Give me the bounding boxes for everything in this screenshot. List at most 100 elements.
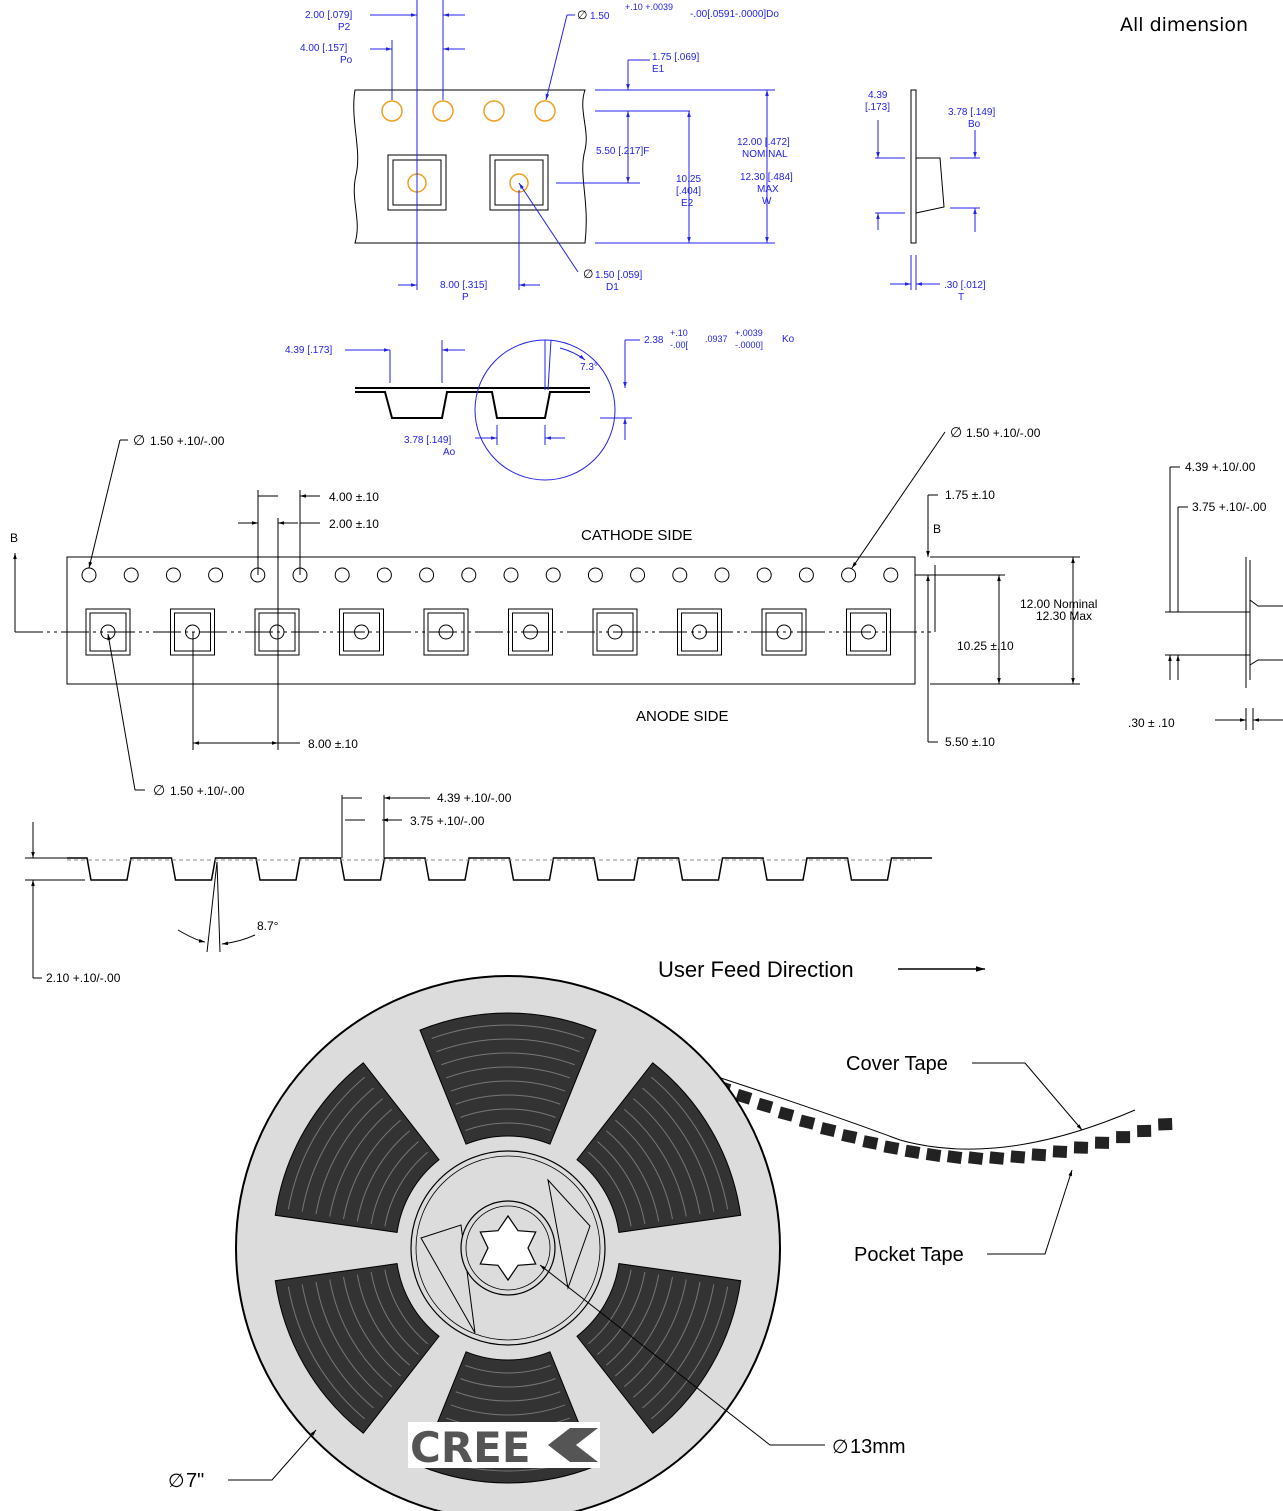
reel-tape-pocket — [1158, 1118, 1173, 1131]
do-dia: 1.50 — [590, 11, 610, 22]
profile-view: 4.39 +.10/-.00 3.75 +.10/-.00 2.10 +.10/… — [25, 791, 932, 985]
reel-groove — [441, 1052, 575, 1066]
bo-2: Bo — [968, 119, 981, 130]
reel-groove — [606, 1274, 660, 1366]
pocket-outer — [592, 608, 638, 656]
units-note: All dimension — [1120, 14, 1249, 36]
pocket-outer — [677, 608, 722, 656]
reel-tape-pocket — [925, 1148, 942, 1162]
pocket-hole — [861, 624, 876, 640]
cree-logo: CREE — [408, 1422, 600, 1472]
ko-lbl: Ko — [782, 334, 795, 345]
sprocket-hole — [334, 567, 350, 583]
reel-groove — [431, 1024, 585, 1039]
pocket-inner — [343, 612, 380, 652]
pocket-inner — [512, 612, 549, 652]
sprocket-hole — [545, 567, 561, 583]
f-label: 5.50 [.217]F — [596, 146, 649, 157]
sprocket-hole — [587, 567, 603, 583]
pocket-outer — [339, 608, 384, 656]
hole-right: 1.50 +.10/-.00 — [966, 426, 1041, 440]
pocket-hole — [523, 624, 538, 640]
reel-groove — [343, 1119, 401, 1220]
ko-tp: +.10 — [670, 328, 688, 338]
pv-a: 4.39 +.10/-.00 — [437, 791, 512, 805]
ko-main: 2.38 — [644, 335, 664, 346]
do-tol-bot: -.00[.0591-.0000]Do — [690, 9, 779, 20]
reel-groove — [606, 1130, 660, 1222]
sprocket-hole — [165, 567, 181, 583]
pocket-inner — [596, 612, 634, 652]
reel-groove — [624, 1108, 687, 1217]
pocket-outer — [85, 608, 131, 656]
p2-label: 2.00 [.079] — [305, 10, 352, 21]
e1-val: 1.75 ±.10 — [945, 488, 995, 502]
cover-tape-label: Cover Tape — [846, 1053, 948, 1075]
reel-groove — [460, 1378, 556, 1388]
pocket-hole — [607, 624, 623, 640]
reel-tape-pocket — [1073, 1141, 1089, 1154]
sprocket-hole — [756, 567, 772, 583]
pocket-hole — [776, 624, 792, 640]
ko-tm: -.00[ — [670, 340, 689, 350]
pocket-hole — [692, 624, 707, 640]
reel-tape-pocket — [756, 1097, 774, 1114]
reel-dia: 7" — [186, 1470, 204, 1492]
reel-groove — [384, 1269, 428, 1345]
reel-groove — [633, 1098, 701, 1215]
reel-tape-pocket — [904, 1144, 921, 1159]
reel-groove — [597, 1141, 646, 1224]
pitch-4: 4.00 ±.10 — [329, 490, 379, 504]
tape-holes — [81, 567, 899, 583]
ko-itp: +.0039 — [735, 328, 763, 338]
w-1: 12.00 [.472] — [737, 137, 790, 148]
pocket-inner — [681, 612, 718, 652]
reel-groove — [329, 1279, 392, 1388]
logo-text: CREE — [410, 1423, 531, 1472]
reel-tape-pocket — [862, 1135, 879, 1150]
reel-window — [419, 1012, 597, 1145]
sprocket-hole — [123, 567, 139, 583]
reel-tape-pocket — [1137, 1124, 1152, 1138]
e1-label: 1.75 [.069] — [652, 52, 699, 63]
ko-in: .0937 — [705, 334, 728, 344]
reel-groove — [651, 1286, 729, 1420]
pocket-inner — [89, 612, 127, 652]
reel-groove — [301, 1284, 374, 1409]
reel-groove — [301, 1087, 374, 1212]
sprocket-hole — [376, 567, 392, 583]
pocket-hole — [438, 624, 454, 640]
pocket-inner — [427, 612, 465, 652]
pv-depth: 2.10 +.10/-.00 — [46, 971, 121, 985]
pocket-outer — [254, 608, 300, 656]
reel-groove — [597, 1272, 646, 1355]
sprocket-hole — [672, 567, 688, 583]
reel-tape-pocket — [1052, 1145, 1068, 1158]
w-2: NOMINAL — [742, 149, 788, 160]
reel-groove — [455, 1094, 561, 1105]
f-val: 5.50 ±.10 — [945, 735, 995, 749]
reel-groove — [450, 1080, 566, 1092]
w-val-2: 12.30 Max — [1036, 609, 1092, 623]
reel-groove — [465, 1364, 551, 1374]
sprocket-hole — [630, 567, 646, 583]
svg-text:∅: ∅ — [168, 1471, 185, 1492]
b-right: B — [933, 522, 941, 536]
p-val: 8.00 ±.10 — [308, 737, 358, 751]
reel-tape-pocket — [1010, 1150, 1026, 1164]
reel-groove — [370, 1141, 419, 1224]
svg-text:∅: ∅ — [950, 424, 962, 440]
po-sym: Po — [340, 55, 353, 66]
pv-b: 3.75 +.10/-.00 — [410, 814, 485, 828]
reel-groove — [370, 1272, 419, 1355]
reel-tape-pocket — [735, 1089, 753, 1105]
e1-sym: E1 — [652, 64, 665, 75]
reel-windows — [274, 1012, 742, 1484]
sprocket-hole — [841, 567, 857, 583]
e2-2: [.404] — [676, 186, 701, 197]
p2-sym: P2 — [338, 22, 351, 33]
ko-itm: -.0000] — [735, 340, 763, 350]
feed-label: User Feed Direction — [658, 957, 854, 982]
side-view: 4.39 [.173] 3.78 [.149] Bo .30 [.012] T — [865, 89, 995, 303]
reel-groove — [624, 1279, 687, 1388]
